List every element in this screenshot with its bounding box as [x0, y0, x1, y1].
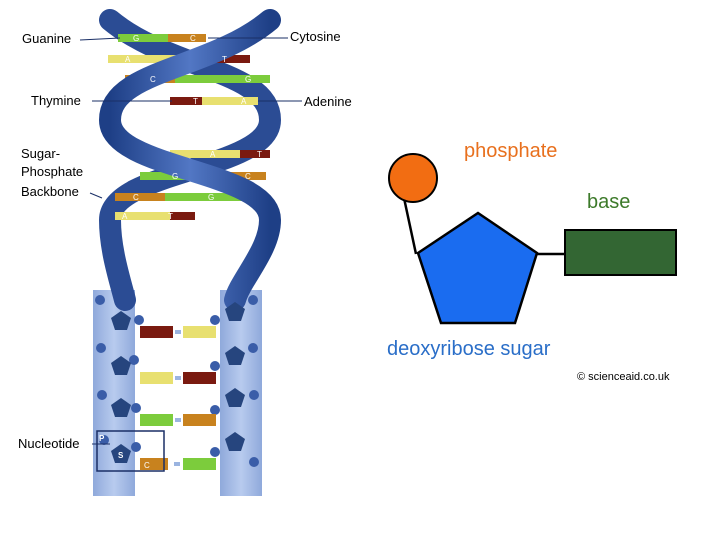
letter-c: C [133, 193, 139, 202]
label-guanine: Guanine [22, 31, 72, 46]
letter-t: T [193, 97, 198, 106]
letter-s: S [118, 451, 124, 460]
letter-g: G [133, 34, 140, 43]
letter-g: G [208, 193, 215, 202]
letter-g: G [172, 172, 179, 181]
nucleotide-box [96, 430, 165, 472]
letter-t: T [257, 150, 262, 159]
letter-g: G [245, 75, 252, 84]
phosphate-circle [388, 153, 438, 203]
label-phosphate: phosphate [464, 140, 558, 162]
letter-c: C [150, 75, 156, 84]
label-base: base [587, 191, 631, 213]
helix-strand-front [98, 9, 282, 311]
ladder-sugars [111, 302, 245, 463]
label-adenine: Adenine [304, 94, 352, 109]
letter-c: C [190, 34, 196, 43]
ladder-base-pairs [140, 326, 216, 470]
label-backbone-line1: Sugar- [21, 146, 61, 161]
label-backbone-line2: Phosphate [21, 164, 84, 179]
phosphate-bond [402, 197, 418, 255]
label-thymine: Thymine [31, 93, 81, 108]
label-nucleotide: Nucleotide [18, 436, 80, 451]
letter-t: T [222, 55, 227, 64]
letter-a: A [122, 212, 128, 221]
letter-a: A [210, 150, 216, 159]
letter-p: P [99, 434, 105, 443]
letter-a: A [125, 55, 131, 64]
letter-c: C [144, 461, 150, 470]
letter-t: T [168, 212, 173, 221]
label-pointers [79, 37, 302, 445]
base-rectangle [564, 229, 677, 276]
label-cytosine: Cytosine [290, 29, 341, 44]
copyright-text: © scienceaid.co.uk [577, 371, 670, 383]
ladder-phosphates [95, 295, 259, 467]
label-deoxyribose-sugar: deoxyribose sugar [387, 338, 551, 360]
label-backbone-line3: Backbone [21, 184, 79, 199]
letter-c: C [245, 172, 251, 181]
letter-a: A [241, 97, 247, 106]
sugar-pentagon [416, 211, 539, 325]
